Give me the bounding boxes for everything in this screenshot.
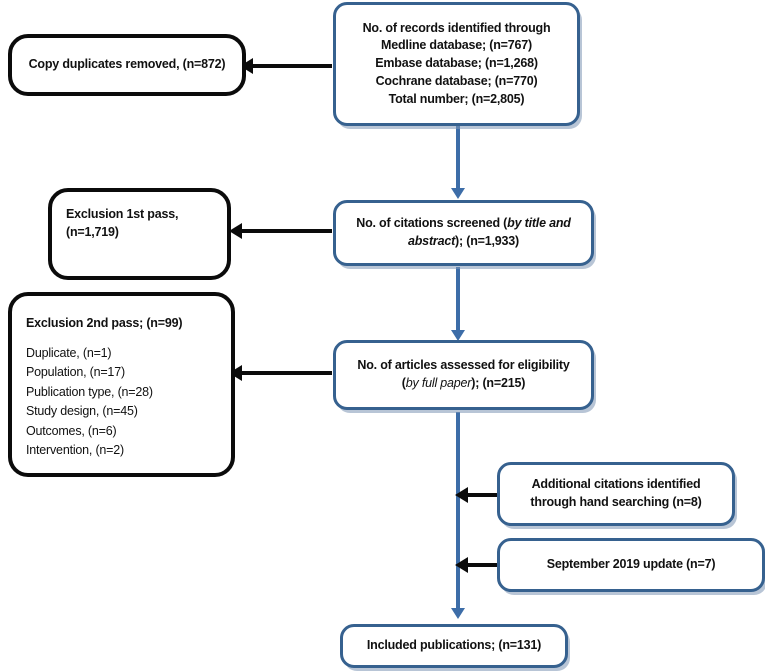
hand-searching-line-1: Additional citations identified bbox=[531, 477, 701, 492]
list-item: Intervention, (n=2) bbox=[26, 442, 124, 457]
edge-screened-to-eligibility-arrowhead bbox=[451, 330, 465, 341]
records-identified-line-2: Medline database; (n=767) bbox=[381, 38, 532, 53]
edge-records-to-screened-line bbox=[456, 126, 460, 194]
edge-september-to-trunk-line bbox=[466, 563, 506, 567]
exclusion-first-pass-box[interactable]: Exclusion 1st pass, (n=1,719) bbox=[48, 188, 231, 280]
edge-screened-to-eligibility-line bbox=[456, 267, 460, 337]
list-item: Outcomes, (n=6) bbox=[26, 423, 117, 438]
edge-screened-to-exclusion1-line bbox=[240, 229, 332, 233]
citations-screened-box[interactable]: No. of citations screened (by title and … bbox=[333, 200, 594, 266]
duplicates-removed-label: Copy duplicates removed, (n=872) bbox=[28, 57, 226, 72]
articles-eligibility-prefix: No. of articles assessed for eligibility… bbox=[357, 358, 570, 390]
citations-screened-label: No. of citations screened (by title and … bbox=[336, 215, 591, 251]
exclusion-first-pass-line-2: (n=1,719) bbox=[66, 224, 119, 239]
edge-screened-to-exclusion1-arrowhead bbox=[229, 223, 242, 239]
list-item: Publication type, (n=28) bbox=[26, 384, 153, 399]
articles-eligibility-suffix: ); (n=215) bbox=[471, 376, 526, 390]
records-identified-line-4: Cochrane database; (n=770) bbox=[375, 73, 538, 88]
articles-eligibility-emphasis: by full paper bbox=[405, 376, 472, 390]
exclusion-second-pass-reason-list: Duplicate, (n=1) Population, (n=17) Publ… bbox=[12, 344, 231, 460]
citations-screened-prefix: No. of citations screened ( bbox=[356, 216, 508, 231]
citations-screened-emphasis: by title and abstract bbox=[408, 216, 571, 248]
hand-searching-line-2: through hand searching (n=8) bbox=[530, 495, 702, 509]
records-identified-line-5: Total number; (n=2,805) bbox=[388, 91, 525, 106]
list-item: Population, (n=17) bbox=[26, 365, 125, 380]
records-identified-line-3: Embase database; (n=1,268) bbox=[375, 56, 538, 71]
september-update-box[interactable]: September 2019 update (n=7) bbox=[497, 538, 765, 592]
list-item: Study design, (n=45) bbox=[26, 404, 138, 419]
articles-eligibility-label: No. of articles assessed for eligibility… bbox=[336, 357, 591, 393]
records-identified-box[interactable]: No. of records identified through Medlin… bbox=[333, 2, 580, 126]
articles-eligibility-box[interactable]: No. of articles assessed for eligibility… bbox=[333, 340, 594, 410]
edge-eligibility-to-included-line bbox=[456, 412, 460, 614]
edge-eligibility-to-exclusion2-line bbox=[240, 371, 332, 375]
edge-handsearch-to-trunk-arrowhead bbox=[455, 487, 468, 503]
exclusion-second-pass-heading: Exclusion 2nd pass; (n=99) bbox=[26, 316, 183, 330]
records-identified-line-1: No. of records identified through bbox=[362, 20, 551, 35]
edge-handsearch-to-trunk-line bbox=[466, 493, 506, 497]
edge-september-to-trunk-arrowhead bbox=[455, 557, 468, 573]
september-update-label: September 2019 update (n=7) bbox=[546, 557, 716, 572]
hand-searching-box[interactable]: Additional citations identified through … bbox=[497, 462, 735, 526]
edge-records-to-screened-arrowhead bbox=[451, 188, 465, 199]
edge-eligibility-to-included-arrowhead bbox=[451, 608, 465, 619]
citations-screened-suffix: ); (n=1,933) bbox=[455, 234, 519, 248]
exclusion-first-pass-line-1: Exclusion 1st pass, bbox=[66, 207, 179, 221]
exclusion-second-pass-box[interactable]: Exclusion 2nd pass; (n=99) Duplicate, (n… bbox=[8, 292, 235, 477]
included-publications-box[interactable]: Included publications; (n=131) bbox=[340, 624, 568, 668]
list-item: Duplicate, (n=1) bbox=[26, 346, 112, 360]
included-publications-label: Included publications; (n=131) bbox=[366, 638, 542, 653]
duplicates-removed-box[interactable]: Copy duplicates removed, (n=872) bbox=[8, 34, 246, 96]
edge-records-to-duplicates-line bbox=[248, 64, 332, 68]
